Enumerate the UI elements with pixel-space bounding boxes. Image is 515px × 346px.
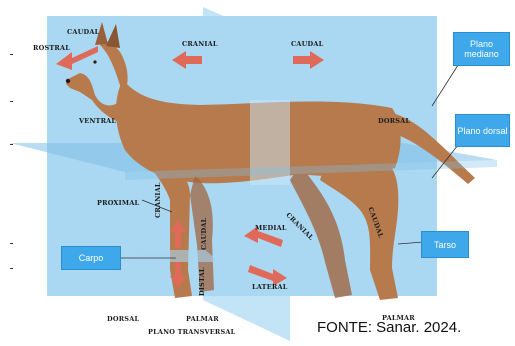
label-cranial-top: CRANIAL xyxy=(182,40,218,48)
label-dorsal: DORSAL xyxy=(378,117,410,125)
label-rostral: ROSTRAL xyxy=(33,44,70,52)
label-caudal-head: CAUDAL xyxy=(67,28,99,36)
edge-dash xyxy=(10,268,13,269)
edge-dash xyxy=(10,243,13,244)
label-caudal-leg: CAUDAL xyxy=(200,218,208,250)
edge-dash xyxy=(10,54,13,55)
callout-dorsal-plane-text: Plano dorsal xyxy=(457,126,507,136)
label-dorsal-paw: DORSAL xyxy=(107,315,139,323)
callout-carpus-text: Carpo xyxy=(79,253,104,263)
label-transverse-plane: PLANO TRANSVERSAL xyxy=(148,328,235,336)
edge-dash xyxy=(10,101,13,102)
callout-tarsus-text: Tarso xyxy=(434,240,456,250)
callout-tarsus: Tarso xyxy=(421,231,469,258)
label-caudal-top: CAUDAL xyxy=(291,40,323,48)
carpus-plane xyxy=(130,250,220,262)
label-palmar-front: PALMAR xyxy=(186,315,219,323)
label-medial: MEDIAL xyxy=(255,224,287,232)
label-ventral: VENTRAL xyxy=(79,117,116,125)
callout-dorsal-plane: Plano dorsal xyxy=(455,114,510,147)
callout-median-plane: Plano mediano xyxy=(453,32,510,66)
callout-median-plane-text: Plano mediano xyxy=(454,39,509,59)
edge-dash xyxy=(10,144,13,145)
label-distal: DISTAL xyxy=(198,267,206,296)
label-cranial-leg: CRANIAL xyxy=(154,182,162,218)
callout-carpus: Carpo xyxy=(61,246,121,270)
label-proximal: PROXIMAL xyxy=(97,199,139,207)
source-caption: FONTE: Sanar. 2024. xyxy=(317,319,461,336)
label-lateral: LATERAL xyxy=(252,283,287,291)
